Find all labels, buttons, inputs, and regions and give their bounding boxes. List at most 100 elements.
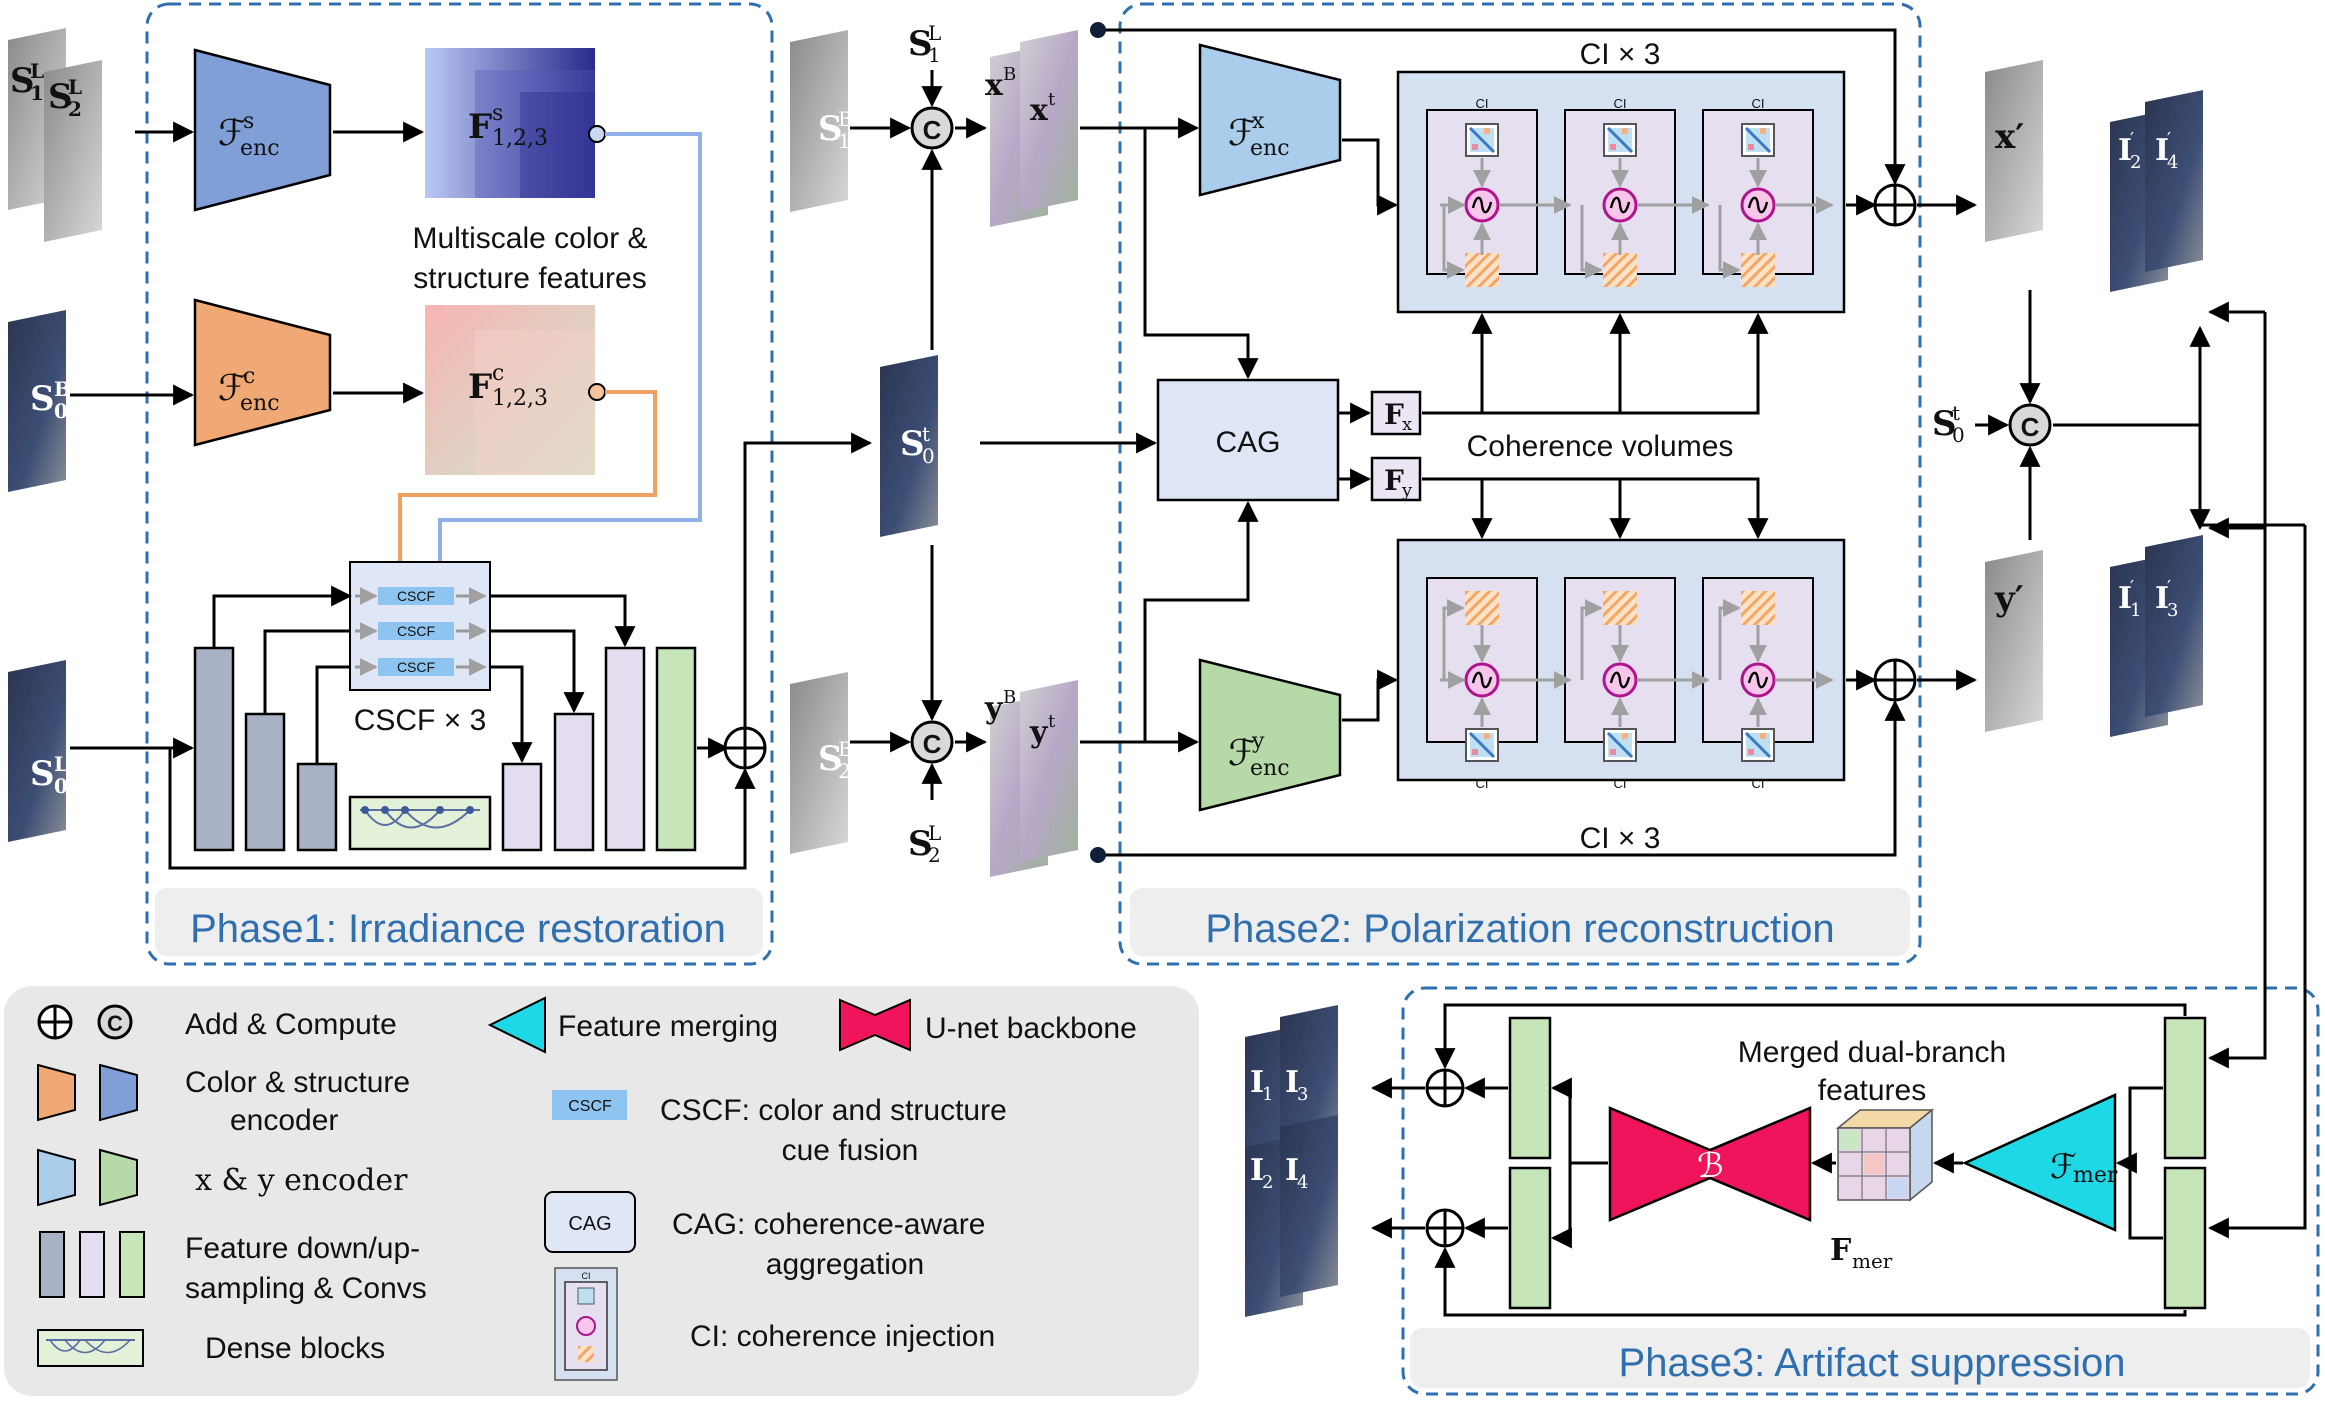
s2b-label: S xyxy=(818,739,843,779)
s0t-right-label: S xyxy=(1932,404,1957,444)
svg-text:B: B xyxy=(838,107,853,131)
svg-text:L: L xyxy=(68,75,82,99)
svg-text:1: 1 xyxy=(838,129,851,153)
s2l-bottom-label: S xyxy=(908,824,933,864)
fy-label: F xyxy=(1384,464,1404,497)
B-label: ℬ xyxy=(1697,1146,1724,1186)
up-block-2 xyxy=(553,712,595,852)
svg-text:x: x xyxy=(1252,109,1265,134)
svg-text:1: 1 xyxy=(928,43,941,67)
y-prime-label: y′ xyxy=(1994,579,2024,619)
i2p-label: I xyxy=(2118,133,2132,168)
merged-2: features xyxy=(1818,1074,1926,1107)
legend-merging: Feature merging xyxy=(558,1010,778,1043)
enc-c-label: ℱ xyxy=(218,368,246,409)
svg-text:2: 2 xyxy=(68,97,82,121)
svg-text:2: 2 xyxy=(838,759,851,783)
svg-text:1: 1 xyxy=(30,81,44,105)
svg-text:CI: CI xyxy=(582,1271,591,1281)
svg-text:B: B xyxy=(54,377,71,401)
color-encoder xyxy=(193,298,332,447)
cag-block xyxy=(1156,378,1340,502)
up-block-1 xyxy=(501,762,543,852)
cscf-3: CSCF xyxy=(397,659,435,675)
svg-text:C: C xyxy=(2021,412,2040,442)
s0l-label: S xyxy=(30,754,55,794)
legend-cag-icon: CAG xyxy=(568,1213,611,1235)
legend-cag1: CAG: coherence-aware xyxy=(672,1208,985,1241)
coherence-volumes: Coherence volumes xyxy=(1467,430,1734,463)
legend-encoder: encoder xyxy=(230,1104,338,1137)
svg-text:′: ′ xyxy=(2167,129,2171,150)
phase1-box xyxy=(145,2,774,966)
legend-dense: Dense blocks xyxy=(205,1332,385,1365)
svg-text:C: C xyxy=(923,729,942,759)
ci-x3-bottom: CI × 3 xyxy=(1580,822,1661,855)
fx-label: F xyxy=(1384,398,1404,431)
i3p-label: I xyxy=(2155,581,2169,616)
yb-label: y xyxy=(984,691,1004,726)
svg-text:B: B xyxy=(1003,687,1016,708)
svg-text:y: y xyxy=(1251,729,1265,754)
i4p-image xyxy=(2145,90,2203,272)
cscf-x3-label: CSCF × 3 xyxy=(354,704,487,737)
svg-text:CI: CI xyxy=(1476,776,1489,791)
svg-text:4: 4 xyxy=(1297,1172,1308,1193)
legend-unet: U-net backbone xyxy=(925,1012,1137,1045)
svg-text:0: 0 xyxy=(922,444,935,468)
legend-cscf-icon: CSCF xyxy=(568,1098,612,1115)
svg-text:0: 0 xyxy=(54,774,68,798)
p3-in-block-top xyxy=(2163,1016,2207,1160)
cscf-1: CSCF xyxy=(397,588,435,604)
yt-image xyxy=(1020,680,1078,862)
svg-text:L: L xyxy=(30,59,44,83)
phase3-title: Phase3: Artifact suppression xyxy=(1619,1341,2126,1385)
y-prime-image xyxy=(1985,550,2043,732)
svg-text:C: C xyxy=(107,1011,123,1036)
concat-node-right xyxy=(2008,403,2052,447)
structure-encoder xyxy=(193,48,332,212)
phase1-title-bg xyxy=(155,888,763,956)
down-block-3 xyxy=(296,762,338,852)
legend-add: Add & Compute xyxy=(185,1008,397,1041)
fmer-cube xyxy=(1835,1108,1935,1202)
svg-text:2: 2 xyxy=(2130,152,2141,173)
svg-text:t: t xyxy=(1048,711,1056,732)
p3-in-block-bottom xyxy=(2163,1166,2207,1310)
svg-text:L: L xyxy=(928,21,941,45)
merged-1: Merged dual-branch xyxy=(1738,1036,2007,1069)
svg-text:CI: CI xyxy=(1752,96,1765,111)
svg-text:x: x xyxy=(1402,414,1412,435)
svg-text:CI: CI xyxy=(1476,96,1489,111)
ci-cells-top xyxy=(1426,109,1814,287)
up-block-3 xyxy=(604,646,646,852)
features-s xyxy=(425,48,595,198)
F123c-label: F xyxy=(468,367,492,407)
svg-text:1,2,3: 1,2,3 xyxy=(492,126,548,151)
s0l-image xyxy=(8,660,66,842)
svg-text:mer: mer xyxy=(2073,1163,2118,1188)
legend-cscf1: CSCF: color and structure xyxy=(660,1094,1007,1127)
svg-text:1,2,3: 1,2,3 xyxy=(492,386,548,411)
phase3-box xyxy=(1401,986,2320,1396)
svg-text:CI: CI xyxy=(1752,776,1765,791)
i4-label: I xyxy=(1285,1153,1299,1188)
i3-label: I xyxy=(1285,1065,1299,1100)
svg-text:enc: enc xyxy=(240,136,280,161)
phase2-box xyxy=(1118,2,1922,966)
svg-text:L: L xyxy=(54,752,68,776)
x-prime-label: x′ xyxy=(1995,117,2024,157)
svg-text:CI: CI xyxy=(1614,96,1627,111)
concat-node-bottom xyxy=(910,720,954,764)
svg-text:enc: enc xyxy=(240,391,280,416)
ms-features-2: structure features xyxy=(413,262,646,295)
svg-text:s: s xyxy=(243,109,254,134)
svg-text:1: 1 xyxy=(1262,1084,1273,1105)
xb-label: x xyxy=(985,68,1004,103)
cscf-2: CSCF xyxy=(397,623,435,639)
s0b-label: S xyxy=(30,379,55,419)
xt-label: x xyxy=(1030,93,1049,128)
svg-text:C: C xyxy=(923,115,942,145)
fx-box xyxy=(1370,390,1422,436)
